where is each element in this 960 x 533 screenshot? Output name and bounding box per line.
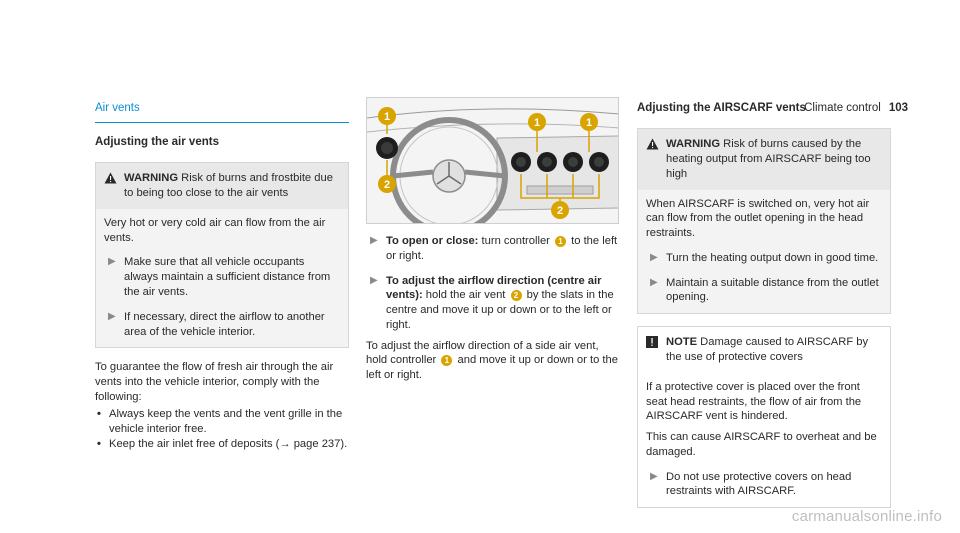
warning-header: WARNING Risk of burns caused by the heat… (638, 129, 890, 190)
paragraph-side-vent: To adjust the airflow direction of a sid… (366, 339, 618, 382)
note-label: NOTE (666, 336, 698, 349)
action-step: ▶ Do not use protective covers on head r… (646, 470, 882, 500)
arrow-right-icon: ▶ (108, 256, 116, 268)
running-head-title: Climate control (804, 102, 881, 114)
action-step: ▶ Make sure that all vehicle occupants a… (104, 255, 340, 299)
note-box: NOTE Damage caused to AIRSCARF by the us… (637, 326, 891, 509)
warning-body-text: When AIRSCARF is switched on, very hot a… (646, 197, 870, 240)
callout-1-badge: 1 (555, 235, 567, 247)
warning-box: WARNING Risk of burns and frostbite due … (95, 162, 349, 349)
column-right: Adjusting the AIRSCARF vents WARNING Ris… (637, 97, 891, 509)
action-step: ▶ If necessary, direct the airflow to an… (104, 310, 340, 340)
action-text: Make sure that all vehicle occupants alw… (124, 256, 331, 299)
arrow-right-icon: ▶ (370, 235, 378, 246)
action-step: ▶ Turn the heating output down in good t… (646, 251, 882, 266)
callout-2-badge: 2 (510, 289, 522, 301)
list-item: • Keep the air inlet free of deposits (→… (97, 438, 348, 451)
arrow-right-icon: ▶ (650, 276, 658, 288)
warning-icon (104, 172, 124, 189)
callout-2-badge: 2 (551, 201, 569, 219)
warning-header: WARNING Risk of burns and frostbite due … (96, 163, 348, 209)
note-body: If a protective cover is placed over the… (638, 372, 890, 508)
warning-label: WARNING (124, 172, 179, 185)
subheading-airscarf: Adjusting the AIRSCARF vents (637, 102, 806, 114)
paragraph-fresh-air: To guarantee the flow of fresh air throu… (95, 361, 334, 403)
callout-1-badge: 1 (378, 107, 396, 125)
warning-headline: Risk of burns and frostbite due to being… (124, 172, 333, 200)
svg-text:1: 1 (534, 117, 540, 129)
warning-body-text: Very hot or very cold air can flow from … (104, 216, 326, 244)
arrow-right-icon: ▶ (650, 470, 658, 482)
note-headline: Damage caused to AIRSCARF by the use of … (666, 336, 869, 363)
dashboard-drawing: 1 2 1 1 2 (367, 98, 618, 223)
warning-icon (646, 138, 666, 155)
bullet-icon: • (97, 438, 101, 451)
warning-box: WARNING Risk of burns caused by the heat… (637, 128, 891, 315)
svg-text:2: 2 (557, 205, 563, 217)
bullet-icon: • (97, 407, 101, 420)
callout-1-badge: 1 (528, 113, 546, 131)
watermark: carmanualsonline.info (791, 508, 942, 526)
running-head: Climate control 103 (804, 101, 908, 116)
action-open-close: ▶ To open or close: turn controller 1 to… (366, 234, 619, 264)
callout-2-badge: 2 (378, 175, 396, 193)
arrow-right-icon: ▶ (370, 274, 378, 286)
action-step: ▶ Maintain a suitable distance from the … (646, 276, 882, 306)
note-header: NOTE Damage caused to AIRSCARF by the us… (638, 327, 890, 373)
warning-body: Very hot or very cold air can flow from … (96, 208, 348, 348)
callout-1-badge: 1 (441, 355, 453, 367)
note-exclamation-icon (646, 336, 666, 353)
svg-text:2: 2 (384, 179, 390, 191)
svg-text:1: 1 (384, 111, 390, 123)
action-text: If necessary, direct the airflow to anot… (124, 310, 325, 338)
section-title: Air vents (95, 101, 349, 124)
bullet-list: • Always keep the vents and the vent gri… (95, 407, 349, 452)
column-left: Air vents Adjusting the air vents WARNIN… (95, 97, 349, 452)
list-item: • Always keep the vents and the vent gri… (97, 407, 343, 435)
warning-headline: Risk of burns caused by the heating outp… (666, 138, 871, 180)
dashboard-illustration: 1 2 1 1 2 (366, 97, 619, 224)
action-adjust-centre-vents: ▶ To adjust the airflow direction (centr… (366, 274, 619, 333)
warning-label: WARNING (666, 138, 721, 151)
warning-body: When AIRSCARF is switched on, very hot a… (638, 189, 890, 314)
page-number: 103 (888, 102, 908, 114)
arrow-right-icon: ▶ (650, 251, 658, 263)
svg-text:1: 1 (586, 117, 592, 129)
arrow-right-icon: ▶ (108, 310, 116, 322)
subheading-adjusting-air-vents: Adjusting the air vents (95, 136, 219, 149)
column-middle: 1 2 1 1 2 ▶ To open or close: turn contr… (366, 97, 619, 383)
callout-1-badge: 1 (580, 113, 598, 131)
